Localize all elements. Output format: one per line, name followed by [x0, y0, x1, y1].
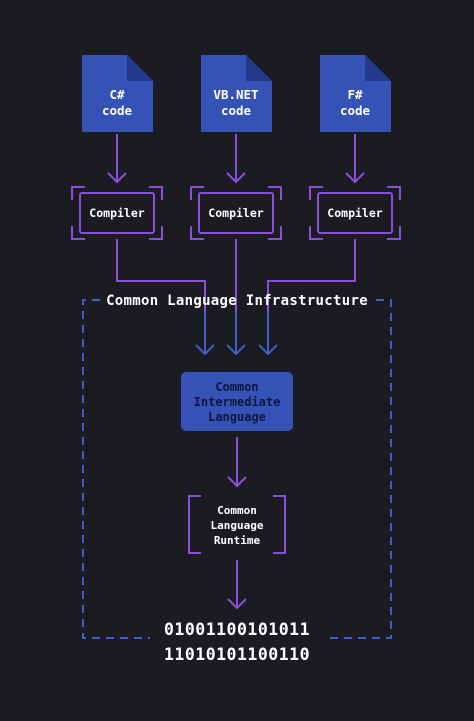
- arrow-down-icon: [345, 134, 365, 184]
- compiler-vbnet: Compiler: [190, 186, 282, 240]
- arrow-down-icon: [227, 560, 247, 610]
- source-file-type: code: [102, 103, 133, 118]
- compiler-label: Compiler: [89, 206, 144, 220]
- source-file-name: C#: [109, 87, 125, 102]
- arrow-down-icon: [226, 134, 246, 184]
- corner-bracket: [149, 186, 163, 200]
- runtime-bracket-right: [273, 495, 286, 554]
- corner-bracket: [309, 186, 323, 200]
- il-label-line: Language: [208, 410, 266, 424]
- arrow-down-icon: [226, 312, 246, 356]
- runtime-label-line: Runtime: [214, 534, 261, 547]
- binary-line: 11010101100110: [164, 645, 310, 664]
- intermediate-language-box: Common Intermediate Language: [181, 372, 293, 431]
- arrows-to-compilers: [107, 134, 365, 184]
- il-block: [181, 372, 293, 431]
- corner-bracket: [268, 186, 282, 200]
- runtime-box: Common Language Runtime: [188, 495, 286, 554]
- corner-bracket: [190, 186, 204, 200]
- corner-bracket: [71, 226, 85, 240]
- connector-line: [116, 239, 206, 312]
- il-label-line: Common: [215, 380, 258, 394]
- connector-line: [267, 239, 356, 312]
- compiler-frame: [79, 192, 155, 234]
- binary-backdrop: [150, 616, 324, 666]
- corner-bracket: [71, 186, 85, 200]
- runtime-label-line: Language: [211, 519, 264, 532]
- corner-bracket: [190, 226, 204, 240]
- compiler-output-connectors: [116, 239, 356, 312]
- document-fold: [127, 55, 153, 81]
- source-file-csharp: C# code: [82, 55, 153, 132]
- cli-title: Common Language Infrastructure: [106, 293, 368, 309]
- source-file-name: F#: [347, 87, 363, 102]
- source-file-vbnet: VB.NET code: [201, 55, 272, 132]
- compiler-label: Compiler: [327, 206, 382, 220]
- compiler-frame: [198, 192, 274, 234]
- compiler-csharp: Compiler: [71, 186, 163, 240]
- arrow-down-icon: [258, 312, 278, 356]
- source-file-name: VB.NET: [213, 87, 258, 102]
- source-file-fsharp: F# code: [320, 55, 391, 132]
- corner-bracket: [387, 226, 401, 240]
- source-file-type: code: [340, 103, 371, 118]
- arrow-down-icon: [195, 312, 215, 356]
- compiler-frame: [317, 192, 393, 234]
- arrows-to-il: [195, 312, 278, 356]
- arrow-down-icon: [227, 437, 247, 488]
- corner-bracket: [268, 226, 282, 240]
- document-fold: [246, 55, 272, 81]
- runtime-bracket-left: [188, 495, 201, 554]
- corner-bracket: [309, 226, 323, 240]
- corner-bracket: [387, 186, 401, 200]
- il-label-line: Intermediate: [194, 395, 281, 409]
- arrow-down-icon: [107, 134, 127, 184]
- compiler-fsharp: Compiler: [309, 186, 401, 240]
- machine-code-output: 01001100101011 11010101100110: [150, 616, 324, 666]
- corner-bracket: [149, 226, 163, 240]
- binary-line: 01001100101011: [164, 620, 310, 639]
- document-fold: [365, 55, 391, 81]
- source-file-type: code: [221, 103, 252, 118]
- compiler-label: Compiler: [208, 206, 263, 220]
- runtime-label-line: Common: [217, 504, 257, 517]
